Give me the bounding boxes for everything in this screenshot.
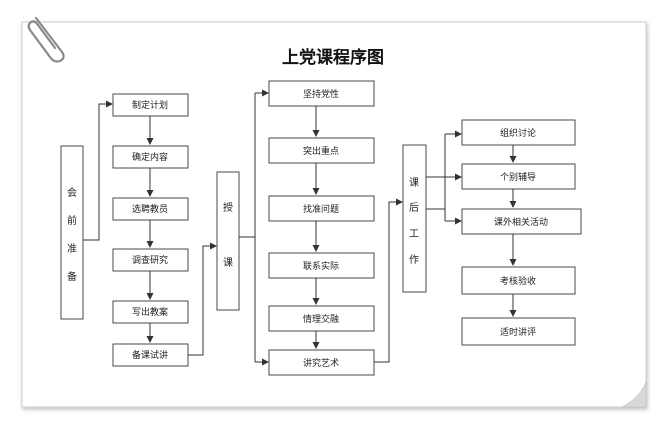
phase-teaching [216,171,240,311]
phase-before-char: 前 [67,214,77,227]
phase-after-char: 作 [409,254,419,266]
step-label: 个别辅导 [500,171,536,183]
connector [374,198,403,363]
phase-before-char: 准 [67,243,77,255]
step-label: 找准问题 [303,203,339,215]
page-curl [621,381,647,408]
step-label: 坚持党性 [303,88,339,100]
step-label: 组织讨论 [500,127,536,139]
phase-teach-char: 授 [223,201,233,214]
step-box-teach [268,252,375,279]
step-label: 课外相关活动 [494,216,548,228]
step-box-teach [268,349,375,376]
step-label: 写出教案 [132,306,168,318]
step-box-after [461,317,576,346]
phase-before-char: 备 [67,270,77,283]
phase-after-char: 工 [409,229,419,240]
phase-teach-char: 课 [223,257,233,269]
phase-after-char: 课 [409,177,419,189]
step-label: 适时讲评 [500,326,536,338]
step-box-after [461,119,576,146]
step-label: 确定内容 [132,151,168,163]
connector [188,242,217,356]
connector [83,100,113,241]
paperclip-icon [27,16,65,63]
step-box-teach [268,195,375,222]
step-label: 备课试讲 [132,349,168,361]
step-label: 制定计划 [132,99,168,111]
step-box-teach [268,305,375,332]
step-label: 考核验收 [500,275,536,287]
step-label: 调查研究 [132,254,168,266]
phase-before-meeting [60,145,84,320]
step-label: 情理交融 [303,313,339,325]
step-box-teach [268,137,375,164]
step-label: 选聘教员 [132,203,168,215]
step-label: 突出重点 [303,145,339,157]
phase-before-char: 会 [67,186,77,199]
step-box-after [461,163,576,190]
step-label: 讲究艺术 [303,357,339,369]
phase-after-char: 后 [409,202,419,214]
step-box-after [461,266,576,295]
step-label: 联系实际 [303,260,339,272]
step-box-after [461,208,582,235]
step-box-teach [268,80,375,107]
phase-after-class [402,144,427,293]
page-title: 上党课程序图 [282,47,384,68]
